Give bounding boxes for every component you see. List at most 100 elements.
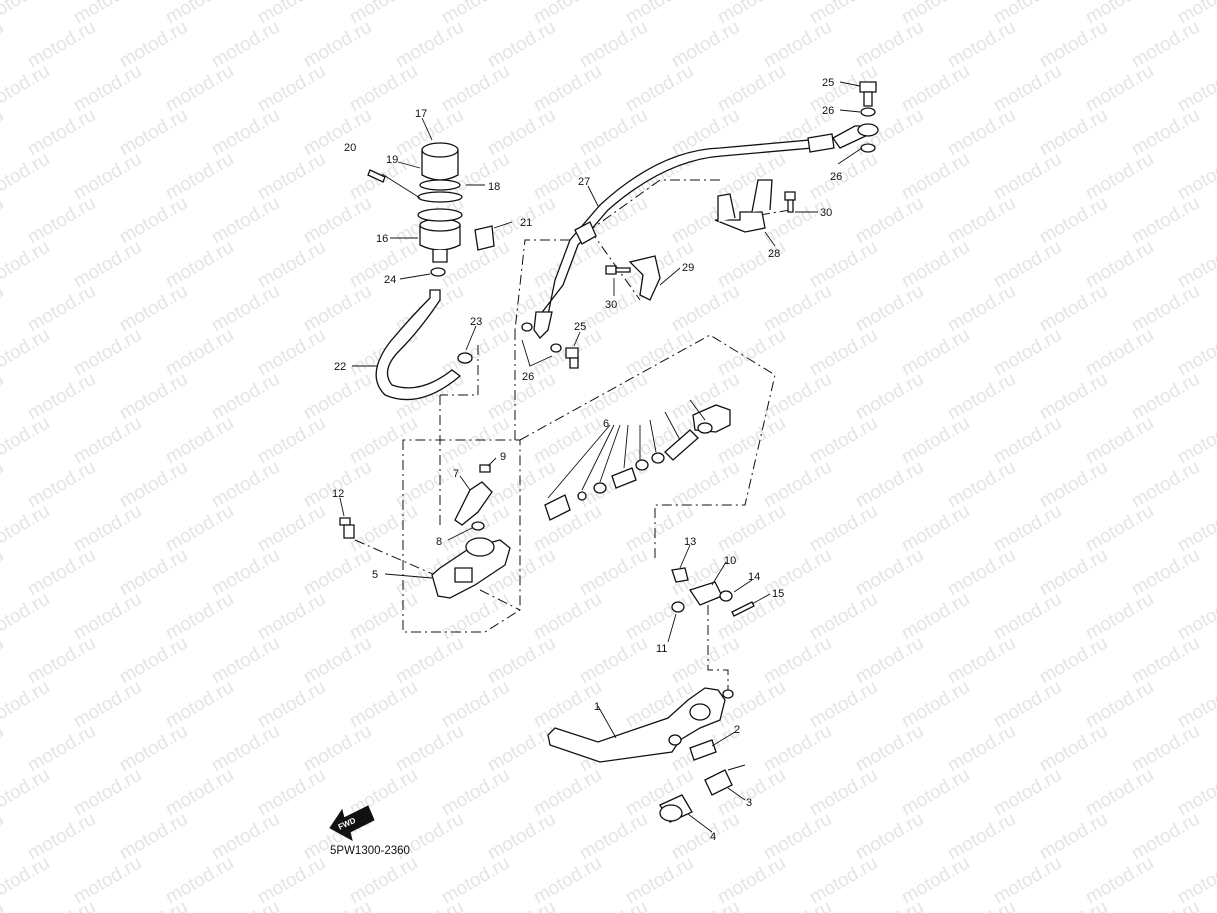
return-spring-3: [704, 764, 746, 796]
callout-21: 21: [520, 217, 532, 229]
reservoir-tank: [417, 208, 463, 263]
callout-8: 8: [436, 536, 442, 548]
washer-14: [719, 590, 733, 602]
watermark-text: motod.ru: [0, 61, 53, 117]
watermark-text: motod.ru: [0, 193, 7, 249]
brake-pedal: [547, 687, 734, 763]
watermark-text: motod.ru: [0, 633, 7, 689]
callout-26-top: 26: [822, 105, 834, 117]
callout-15: 15: [772, 588, 784, 600]
callout-25-mid: 25: [574, 321, 586, 333]
reservoir-cap: [417, 142, 463, 203]
watermark-text: motod.ru: [484, 897, 559, 913]
watermark-text: motod.ru: [1036, 897, 1111, 913]
diagram-code: 5PW1300-2360: [330, 845, 410, 857]
watermark-text: motod.ru: [1174, 237, 1217, 293]
watermark-text: motod.ru: [0, 325, 53, 381]
hose-guide-28: [714, 179, 773, 233]
callout-20: 20: [344, 142, 356, 154]
callout-14: 14: [748, 571, 760, 583]
watermark-text: motod.ru: [1174, 61, 1217, 117]
watermark-text: motod.ru: [0, 105, 7, 161]
watermark-text: motod.ru: [1174, 413, 1217, 469]
hose-guide-29: [628, 255, 661, 301]
nut-11: [671, 601, 685, 613]
callout-17: 17: [415, 108, 427, 120]
callout-30-mid: 30: [605, 299, 617, 311]
watermark-text: motod.ru: [0, 589, 53, 645]
watermark-text: motod.ru: [0, 721, 7, 777]
clamp-23: [457, 352, 473, 364]
watermark-text: motod.ru: [760, 897, 835, 913]
watermark-text: motod.ru: [1174, 589, 1217, 645]
callout-18: 18: [488, 181, 500, 193]
watermark-text: motod.ru: [0, 809, 7, 865]
callout-23: 23: [470, 316, 482, 328]
callout-16: 16: [376, 233, 388, 245]
fwd-arrow-icon: FWD: [329, 805, 375, 841]
watermark-text: motod.ru: [208, 897, 283, 913]
callout-4: 4: [710, 831, 716, 843]
callout-27: 27: [578, 176, 590, 188]
watermark-text: motod.ru: [1174, 853, 1217, 909]
watermark-text: motod.ru: [668, 897, 743, 913]
screw-20: [367, 169, 386, 183]
watermark-text: motod.ru: [576, 897, 651, 913]
watermark-text: motod.ru: [0, 413, 53, 469]
callout-5: 5: [372, 569, 378, 581]
reservoir-bracket: [474, 225, 495, 251]
hose-clamp-24: [430, 267, 446, 277]
watermark-text: motod.ru: [1174, 765, 1217, 821]
watermark-text: motod.ru: [0, 457, 7, 513]
reservoir-hose: [375, 289, 462, 401]
watermark-text: motod.ru: [1128, 897, 1203, 913]
watermark-text: motod.ru: [0, 0, 53, 28]
watermark-text: motod.ru: [1174, 149, 1217, 205]
callout-9: 9: [500, 451, 506, 463]
callout-3: 3: [746, 797, 752, 809]
watermark-text: motod.ru: [0, 281, 7, 337]
watermark-text: motod.ru: [1174, 501, 1217, 557]
watermark-text: motod.ru: [24, 897, 99, 913]
watermark-text: motod.ru: [1174, 325, 1217, 381]
callout-30-right: 30: [820, 207, 832, 219]
o-ring-8: [471, 521, 485, 531]
callouts: 17 19 20 18 16 21 24 22 23 27 25 26 26 3…: [332, 77, 842, 843]
callout-2: 2: [734, 724, 740, 736]
callout-29: 29: [682, 262, 694, 274]
leader-lines: [339, 81, 863, 833]
watermark-text: motod.ru: [0, 149, 53, 205]
collar-4: [659, 794, 693, 823]
master-cylinder: [431, 537, 511, 599]
bolt-30-mid: [605, 265, 631, 275]
watermark-text: motod.ru: [944, 897, 1019, 913]
callout-6: 6: [603, 418, 609, 430]
watermark-text: motod.ru: [852, 897, 927, 913]
pin-13: [671, 567, 689, 583]
watermark-text: motod.ru: [392, 897, 467, 913]
pedal-bolt-2: [689, 739, 717, 761]
callout-22: 22: [334, 361, 346, 373]
callout-12: 12: [332, 488, 344, 500]
watermark-text: motod.ru: [116, 897, 191, 913]
screw-12: [339, 517, 355, 539]
watermark-text: motod.ru: [0, 17, 7, 73]
watermark-text: motod.ru: [300, 897, 375, 913]
piston-kit: [544, 404, 731, 521]
callout-25-top: 25: [822, 77, 834, 89]
bolt-30-right: [784, 191, 796, 213]
callout-19: 19: [386, 154, 398, 166]
callout-11: 11: [656, 643, 667, 655]
callout-24: 24: [384, 274, 396, 286]
cotter-pin-15: [731, 601, 755, 617]
watermark-text: motod.ru: [0, 237, 53, 293]
union-bolt-25-mid: [565, 347, 579, 369]
watermark-text: motod.ru: [0, 853, 53, 909]
callout-28: 28: [768, 248, 780, 260]
watermark-text: motod.ru: [0, 677, 53, 733]
callout-13: 13: [684, 536, 696, 548]
assembly-outline: [354, 179, 791, 690]
callout-1: 1: [594, 701, 600, 713]
callout-7: 7: [453, 468, 459, 480]
